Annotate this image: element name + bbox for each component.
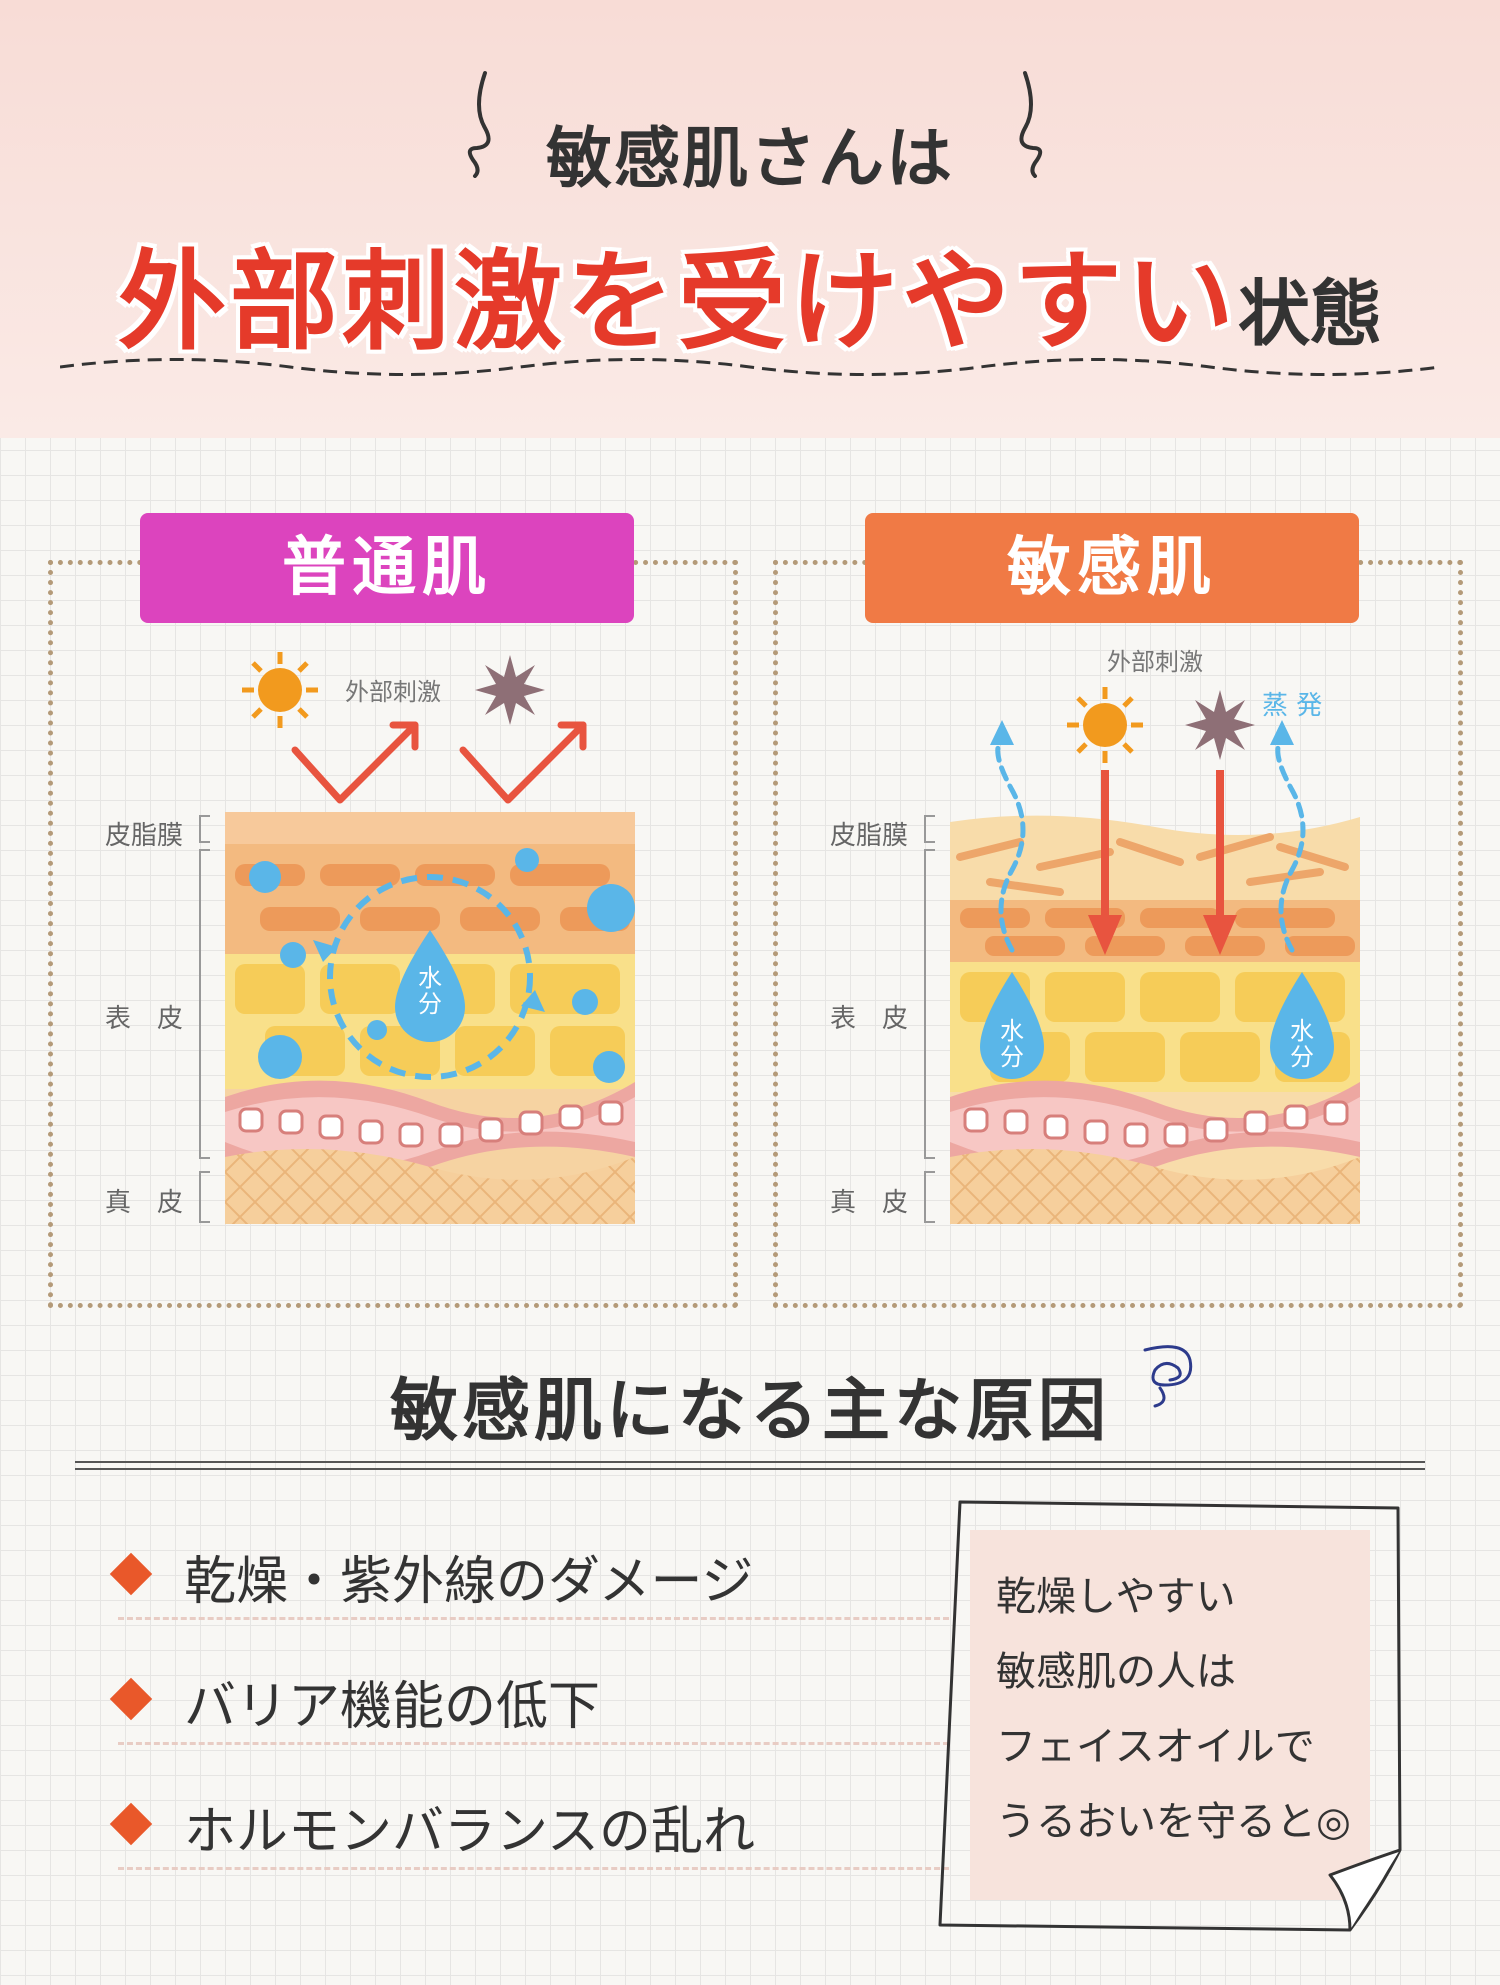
diamond-bullet-icon <box>109 1802 153 1846</box>
layer-brackets <box>924 815 935 1223</box>
normal-skin-tag: 普通肌 <box>140 513 634 623</box>
wavy-dashed-divider <box>60 358 1440 376</box>
note-line: フェイスオイルで <box>996 1724 1315 1770</box>
cause-item-label: 乾燥・紫外線のダメージ <box>184 1552 754 1612</box>
dashed-divider <box>118 1867 949 1870</box>
sun-icon <box>242 652 318 728</box>
sun-icon <box>1067 687 1143 763</box>
sensitive-stimulus-label: 外部刺激 <box>1107 648 1203 676</box>
sensitive-skin-tag: 敏感肌 <box>865 513 1359 623</box>
layer-brackets <box>199 815 210 1223</box>
cause-item: バリア機能の低下 <box>104 1650 949 1780</box>
note-line: 敏感肌の人は <box>996 1649 1236 1695</box>
diamond-bullet-icon <box>109 1552 153 1596</box>
swirl-doodle-icon <box>1143 1345 1193 1408</box>
sensitive-water-label-right: 水分 <box>1290 1017 1314 1071</box>
layer-label-epidermis: 表 皮 <box>105 1004 184 1034</box>
deco-swirl-left-icon <box>467 71 491 178</box>
deflect-arrows-icon <box>291 721 587 804</box>
dashed-divider <box>118 1742 949 1745</box>
note-line: 乾燥しやすい <box>996 1574 1236 1620</box>
deco-swirl-right-icon <box>1019 71 1043 178</box>
normal-stimulus-label: 外部刺激 <box>345 678 441 706</box>
layer-label-dermis: 真 皮 <box>830 1188 909 1218</box>
sensitive-water-label-left: 水分 <box>1000 1017 1024 1071</box>
title-suffix: 状態 <box>1238 272 1383 356</box>
normal-water-label: 水分 <box>418 964 442 1018</box>
cause-item-label: ホルモンバランスの乱れ <box>184 1802 755 1862</box>
section-divider <box>75 1461 1425 1470</box>
penetrate-arrows-icon <box>1088 770 1237 955</box>
title-emphasis: 外部刺激を受けやすい <box>117 240 1238 365</box>
virus-icon <box>1185 690 1255 760</box>
cause-item-label: バリア機能の低下 <box>184 1677 601 1737</box>
evaporation-label: 蒸 発 <box>1262 691 1323 721</box>
layer-label-sebum: 皮脂膜 <box>105 821 184 851</box>
evaporation-arrows-icon <box>990 720 1306 953</box>
header-title: 外部刺激を受けやすい状態 <box>0 215 1500 371</box>
normal-skin-cross-section <box>225 812 635 1224</box>
causes-title: 敏感肌になる主な原因 <box>389 1372 1110 1451</box>
sensitive-skin-cross-section <box>950 815 1360 1224</box>
layer-label-sebum: 皮脂膜 <box>830 821 909 851</box>
layer-label-epidermis: 表 皮 <box>830 1004 909 1034</box>
cause-item: ホルモンバランスの乱れ <box>104 1775 949 1905</box>
cause-item: 乾燥・紫外線のダメージ <box>104 1525 949 1655</box>
dashed-divider <box>118 1617 949 1620</box>
note-card <box>938 1500 1402 1932</box>
note-text: 乾燥しやすい 敏感肌の人は フェイスオイルで うるおいを守ると◎ <box>996 1560 1366 1860</box>
header-subtitle: 敏感肌さんは <box>546 120 954 197</box>
layer-label-dermis: 真 皮 <box>105 1188 184 1218</box>
virus-icon <box>475 655 545 725</box>
note-line: うるおいを守ると◎ <box>996 1799 1351 1845</box>
diamond-bullet-icon <box>109 1677 153 1721</box>
header-banner <box>0 0 1500 438</box>
